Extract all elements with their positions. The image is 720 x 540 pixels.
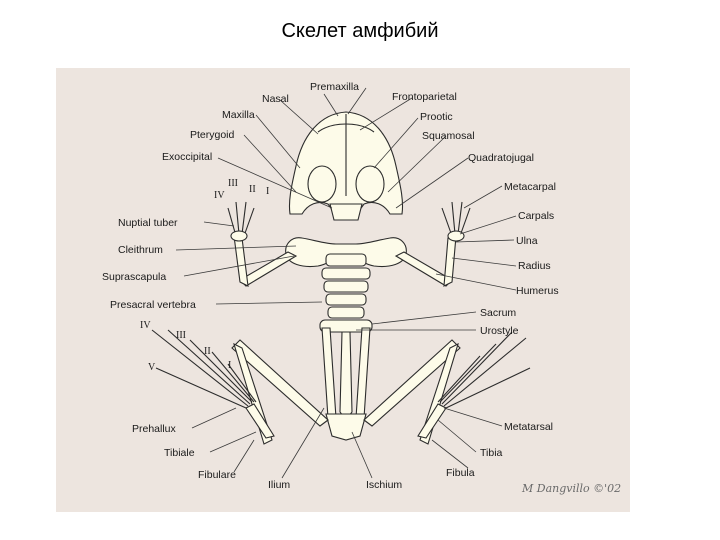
- label-fibulare: Fibulare: [198, 469, 236, 481]
- labels: Premaxilla Nasal Frontoparietal Maxilla …: [102, 81, 621, 495]
- label-fibula: Fibula: [446, 467, 475, 479]
- foot-digit-i: I: [228, 360, 231, 371]
- label-premaxilla: Premaxilla: [310, 81, 359, 93]
- label-radius: Radius: [518, 260, 551, 272]
- left-foot: [151, 329, 257, 409]
- pectoral-girdle: [285, 237, 407, 268]
- leader-lines: [175, 87, 517, 479]
- left-orbit: [307, 165, 337, 203]
- right-tarsus: [417, 403, 447, 439]
- artist-signature: M Dangvillo ©'02: [521, 482, 621, 495]
- label-nuptial-tuber: Nuptial tuber: [118, 217, 178, 229]
- label-metacarpal: Metacarpal: [504, 181, 556, 193]
- label-urostyle: Urostyle: [480, 325, 519, 337]
- right-orbit: [355, 165, 385, 203]
- label-ulna: Ulna: [516, 235, 538, 247]
- left-humerus: [239, 251, 298, 287]
- frog-skeleton-diagram: Premaxilla Nasal Frontoparietal Maxilla …: [102, 81, 621, 495]
- foot-digit-iii: III: [176, 330, 186, 341]
- hand-digit-iv: IV: [214, 190, 225, 201]
- label-tibia: Tibia: [480, 447, 503, 459]
- label-tibiale: Tibiale: [164, 447, 195, 459]
- skeleton-drawing: [151, 111, 531, 445]
- exoccipital-bone: [329, 203, 363, 221]
- label-ilium: Ilium: [268, 479, 290, 491]
- left-femur: [231, 339, 329, 427]
- nasal-outline: [317, 123, 375, 133]
- vertebral-column: [319, 253, 373, 333]
- right-femur: [363, 339, 461, 427]
- label-cleithrum: Cleithrum: [118, 244, 163, 256]
- label-maxilla: Maxilla: [222, 109, 255, 121]
- label-prehallux: Prehallux: [132, 423, 177, 435]
- left-tarsus: [245, 403, 275, 439]
- left-ilium: [321, 327, 337, 419]
- label-suprascapula: Suprascapula: [102, 271, 166, 283]
- right-ilium: [355, 327, 371, 419]
- slide-title: Скелет амфибий: [281, 20, 439, 42]
- right-radioulna: [443, 235, 457, 287]
- foot-digit-iv: IV: [140, 320, 151, 331]
- label-squamosal: Squamosal: [422, 130, 475, 142]
- label-metatarsal: Metatarsal: [504, 421, 553, 433]
- label-sacrum: Sacrum: [480, 307, 516, 319]
- label-frontoparietal: Frontoparietal: [392, 91, 457, 103]
- label-carpals: Carpals: [518, 210, 554, 222]
- label-pterygoid: Pterygoid: [190, 129, 235, 141]
- hand-digit-iii: III: [228, 178, 238, 189]
- left-hand: [227, 201, 255, 242]
- frog-skeleton-figure: Premaxilla Nasal Frontoparietal Maxilla …: [56, 68, 630, 512]
- right-foot: [437, 331, 531, 409]
- hand-digit-i: I: [266, 186, 269, 197]
- label-nasal: Nasal: [262, 93, 289, 105]
- foot-digit-v: V: [148, 362, 156, 373]
- label-ischium: Ischium: [366, 479, 402, 491]
- label-exoccipital: Exoccipital: [162, 151, 212, 163]
- urostyle-bone: [339, 331, 353, 421]
- label-presacral-vertebra: Presacral vertebra: [110, 299, 196, 311]
- pelvis: [325, 413, 367, 441]
- label-humerus: Humerus: [516, 285, 559, 297]
- left-radioulna: [233, 235, 249, 287]
- hand-digit-ii: II: [249, 184, 256, 195]
- label-prootic: Prootic: [420, 111, 453, 123]
- foot-digit-ii: II: [204, 346, 211, 357]
- right-hand: [441, 201, 471, 242]
- label-quadratojugal: Quadratojugal: [468, 152, 534, 164]
- right-humerus: [394, 251, 453, 287]
